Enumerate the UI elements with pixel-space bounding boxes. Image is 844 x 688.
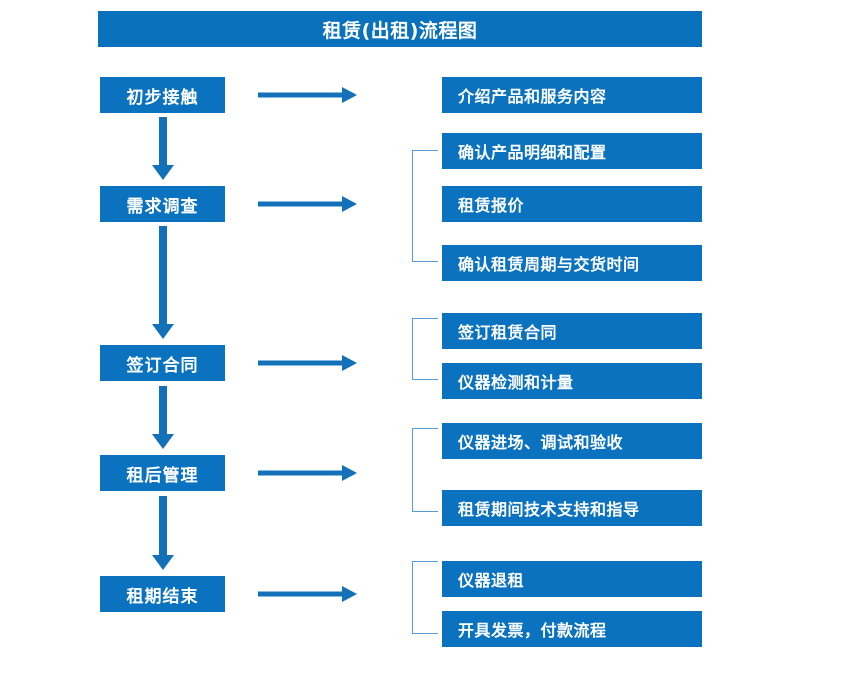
page-title: 租赁(出租)流程图 [98, 11, 702, 47]
detail-box-onsite-commission[interactable]: 仪器进场、调试和验收 [442, 423, 702, 459]
detail-box-return-instrument[interactable]: 仪器退租 [442, 561, 702, 597]
right-arrow-icon-3 [258, 354, 358, 372]
detail-box-confirm-spec[interactable]: 确认产品明细和配置 [442, 133, 702, 169]
detail-box-invoice-payment[interactable]: 开具发票，付款流程 [442, 611, 702, 647]
detail-box-tech-support[interactable]: 租赁期间技术支持和指导 [442, 490, 702, 526]
detail-box-instrument-test[interactable]: 仪器检测和计量 [442, 363, 702, 399]
group-bracket-5 [412, 561, 438, 634]
down-arrow-icon-2 [150, 226, 176, 340]
right-arrow-icon-2 [258, 195, 358, 213]
detail-box-sign-lease[interactable]: 签订租赁合同 [442, 313, 702, 349]
group-bracket-2 [412, 150, 438, 262]
stage-box-lease-end[interactable]: 租期结束 [100, 576, 225, 612]
detail-box-intro-products[interactable]: 介绍产品和服务内容 [442, 77, 702, 113]
right-arrow-icon-1 [258, 86, 358, 104]
detail-box-confirm-period[interactable]: 确认租赁周期与交货时间 [442, 245, 702, 281]
group-bracket-3 [412, 318, 438, 380]
down-arrow-icon-4 [150, 496, 176, 571]
down-arrow-icon-1 [150, 117, 176, 181]
down-arrow-icon-3 [150, 386, 176, 450]
right-arrow-icon-5 [258, 585, 358, 603]
right-arrow-icon-4 [258, 464, 358, 482]
detail-box-rental-quote[interactable]: 租赁报价 [442, 186, 702, 222]
stage-box-post-rental-mgmt[interactable]: 租后管理 [100, 455, 225, 491]
stage-box-initial-contact[interactable]: 初步接触 [100, 77, 225, 113]
group-bracket-4 [412, 428, 438, 512]
stage-box-requirement-survey[interactable]: 需求调查 [100, 186, 225, 222]
stage-box-sign-contract[interactable]: 签订合同 [100, 345, 225, 381]
